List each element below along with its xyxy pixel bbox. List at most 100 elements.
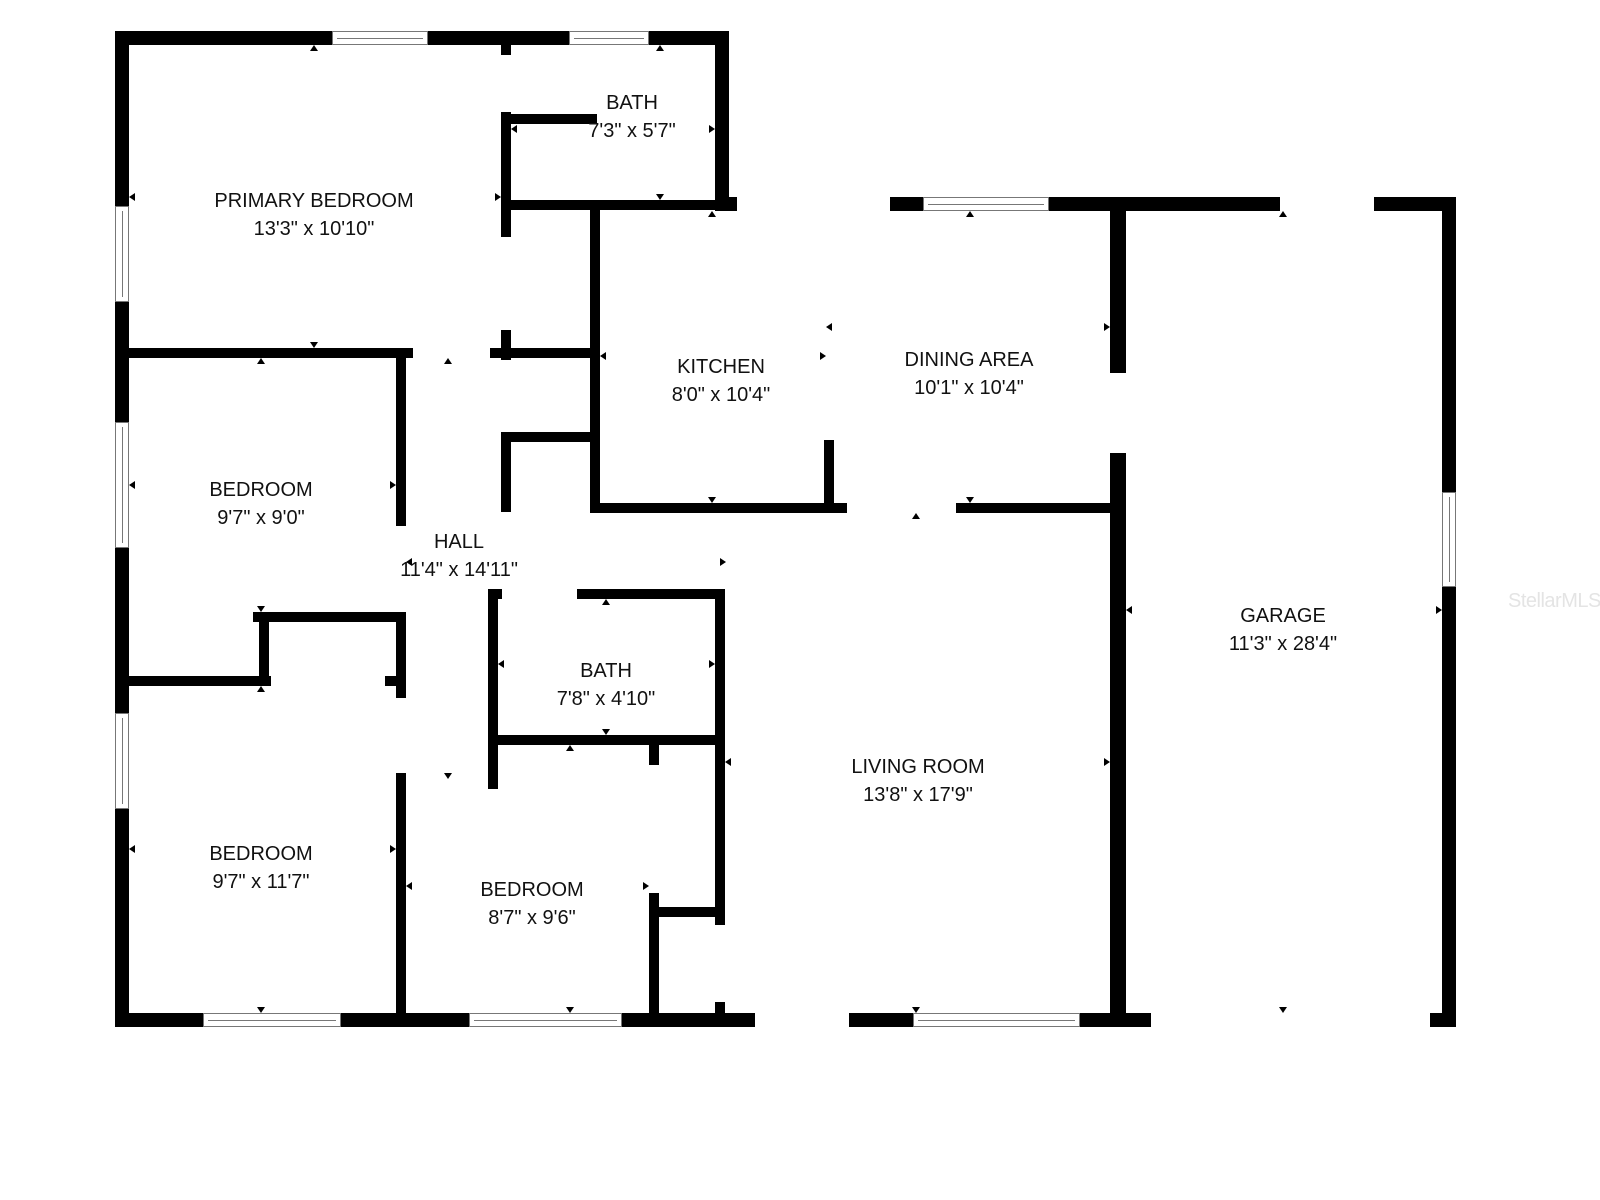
wall: [488, 735, 725, 745]
measure-marker-icon: [600, 352, 606, 360]
window: [332, 31, 428, 45]
window: [115, 713, 129, 809]
room-dimensions: 7'8" x 4'10": [556, 688, 656, 710]
wall: [590, 205, 600, 513]
measure-marker-icon: [708, 497, 716, 503]
room-dimensions: 13'8" x 17'9": [863, 784, 973, 806]
wall: [511, 200, 725, 210]
wall: [129, 348, 413, 358]
measure-marker-icon: [656, 45, 664, 51]
wall: [1110, 453, 1126, 1027]
wall: [396, 773, 406, 1027]
room-name: BEDROOM: [209, 479, 313, 501]
room-dimensions: 11'4" x 14'11": [400, 559, 518, 581]
measure-marker-icon: [129, 193, 135, 201]
measure-marker-icon: [1436, 606, 1442, 614]
measure-marker-icon: [1126, 606, 1132, 614]
measure-marker-icon: [708, 211, 716, 217]
room-name: BEDROOM: [209, 843, 313, 865]
room-name: BATH: [580, 660, 632, 682]
room-dimensions: 11'3" x 28'4": [1228, 633, 1338, 655]
wall: [488, 589, 498, 789]
window: [923, 197, 1049, 211]
measure-marker-icon: [495, 193, 501, 201]
wall: [501, 330, 511, 360]
window: [469, 1013, 622, 1027]
measure-marker-icon: [406, 882, 412, 890]
measure-marker-icon: [1104, 758, 1110, 766]
room-name: GARAGE: [1240, 605, 1326, 627]
room-dimensions: 7'3" x 5'7": [588, 120, 676, 142]
measure-marker-icon: [566, 1007, 574, 1013]
measure-marker-icon: [826, 323, 832, 331]
measure-marker-icon: [310, 45, 318, 51]
room-name: KITCHEN: [677, 356, 765, 378]
room-hall: HALL 11'4" x 14'11": [400, 528, 518, 584]
measure-marker-icon: [129, 845, 135, 853]
measure-marker-icon: [129, 481, 135, 489]
room-name: PRIMARY BEDROOM: [214, 190, 414, 212]
room-dimensions: 8'0" x 10'4": [671, 384, 771, 406]
measure-marker-icon: [511, 125, 517, 133]
measure-marker-icon: [390, 481, 396, 489]
room-name: BATH: [606, 92, 658, 114]
wall: [824, 440, 834, 508]
room-name: LIVING ROOM: [851, 756, 985, 778]
room-primary-bedroom: PRIMARY BEDROOM 13'3" x 10'10": [214, 187, 413, 243]
measure-marker-icon: [656, 194, 664, 200]
measure-marker-icon: [1104, 323, 1110, 331]
room-bedroom: BEDROOM 9'7" x 11'7": [209, 840, 312, 896]
measure-marker-icon: [257, 606, 265, 612]
wall: [577, 589, 725, 599]
room-dimensions: 9'7" x 9'0": [217, 507, 305, 529]
room-name: HALL: [433, 531, 485, 553]
measure-marker-icon: [709, 125, 715, 133]
window: [913, 1013, 1080, 1027]
measure-marker-icon: [709, 660, 715, 668]
wall: [1110, 205, 1126, 373]
room-dimensions: 13'3" x 10'10": [253, 218, 375, 240]
wall: [590, 503, 847, 513]
wall: [715, 31, 729, 211]
measure-marker-icon: [498, 660, 504, 668]
wall: [501, 45, 511, 55]
measure-marker-icon: [310, 342, 318, 348]
wall: [715, 589, 725, 925]
room-name: DINING AREA: [904, 349, 1034, 371]
measure-marker-icon: [444, 773, 452, 779]
wall: [956, 503, 1116, 513]
room-bath: BATH 7'8" x 4'10": [557, 657, 656, 713]
measure-marker-icon: [820, 352, 826, 360]
measure-marker-icon: [257, 686, 265, 692]
window: [1442, 492, 1456, 587]
wall: [649, 893, 659, 1027]
measure-marker-icon: [966, 497, 974, 503]
measure-marker-icon: [566, 745, 574, 751]
room-name: BEDROOM: [480, 879, 584, 901]
room-bath: BATH 7'3" x 5'7": [588, 89, 675, 145]
room-garage: GARAGE 11'3" x 28'4": [1229, 602, 1337, 658]
wall: [1442, 587, 1456, 1027]
wall: [259, 612, 269, 682]
room-bedroom: BEDROOM 8'7" x 9'6": [480, 876, 583, 932]
wall: [490, 348, 595, 358]
measure-marker-icon: [602, 599, 610, 605]
room-dimensions: 10'1" x 10'4": [914, 377, 1024, 399]
measure-marker-icon: [912, 1007, 920, 1013]
wall: [1442, 197, 1456, 492]
wall: [396, 612, 406, 698]
wall: [649, 740, 659, 765]
room-living-room: LIVING ROOM 13'8" x 17'9": [851, 753, 984, 809]
wall: [501, 432, 511, 512]
measure-marker-icon: [444, 358, 452, 364]
room-kitchen: KITCHEN 8'0" x 10'4": [672, 353, 771, 409]
wall: [654, 907, 725, 917]
wall: [501, 112, 511, 237]
measure-marker-icon: [1279, 1007, 1287, 1013]
measure-marker-icon: [257, 1007, 265, 1013]
measure-marker-icon: [643, 882, 649, 890]
room-dimensions: 8'7" x 9'6": [488, 907, 576, 929]
room-bedroom: BEDROOM 9'7" x 9'0": [209, 476, 312, 532]
wall: [1430, 1013, 1456, 1027]
wall: [715, 1002, 725, 1027]
